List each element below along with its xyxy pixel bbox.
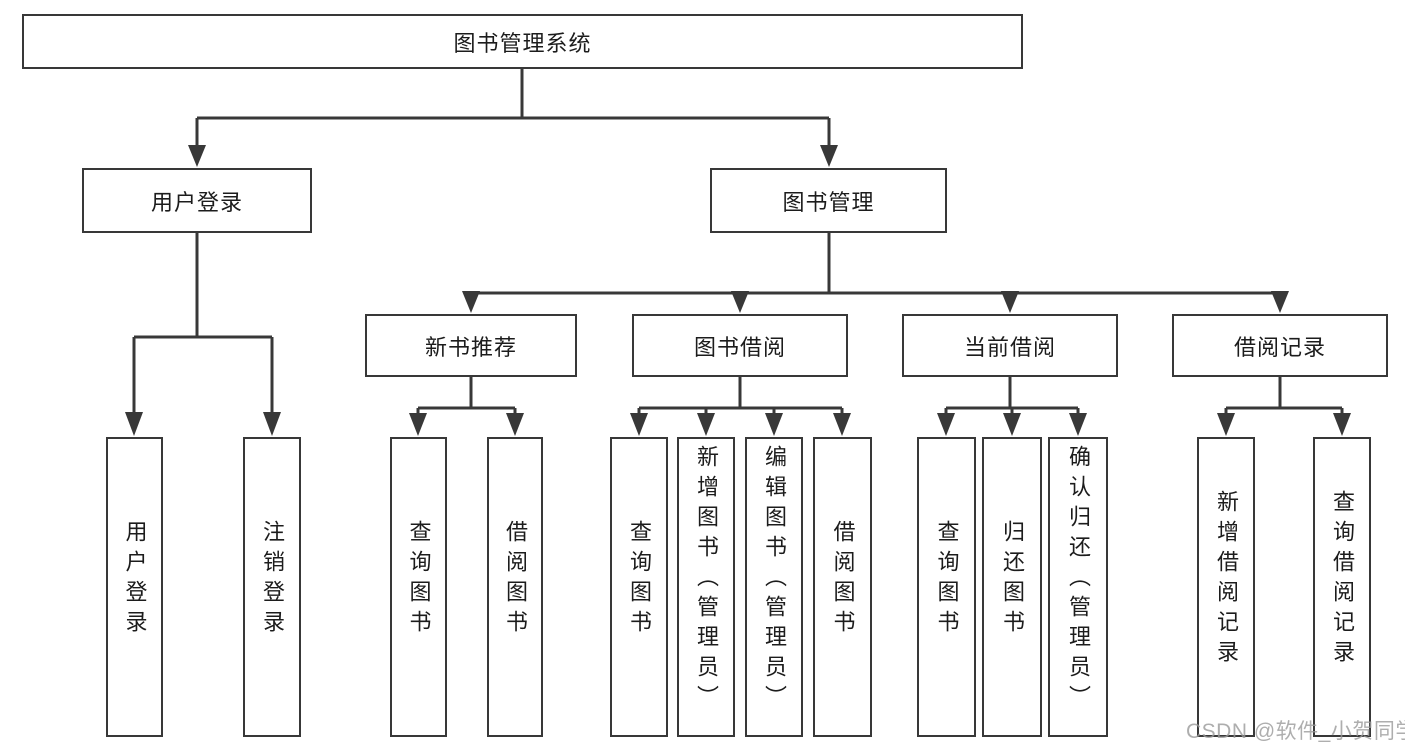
node-book-management: 图书管理 — [710, 168, 947, 233]
node-add-book-admin: 新增图书（管理员） — [677, 437, 735, 737]
connector-new-book-recommend — [416, 377, 517, 415]
node-borrow-book-recommend: 借阅图书 — [487, 437, 543, 737]
node-book-borrow: 图书借阅 — [632, 314, 848, 377]
node-query-book-recommend: 查询图书 — [390, 437, 447, 737]
node-add-borrow-record: 新增借阅记录 — [1197, 437, 1255, 737]
node-logout-login-label: 注销登录 — [260, 520, 285, 640]
node-borrow-records-label: 借阅记录 — [1233, 334, 1326, 360]
connector-user-login — [132, 233, 274, 414]
arrow-down-icon — [1069, 413, 1087, 436]
node-new-book-recommend: 新书推荐 — [365, 314, 577, 377]
node-book-borrow-label: 图书借阅 — [693, 334, 786, 360]
arrow-down-icon — [506, 413, 524, 436]
node-new-book-recommend-label: 新书推荐 — [424, 334, 517, 360]
node-user-login-leaf-label: 用户登录 — [122, 520, 148, 640]
node-user-login-label: 用户登录 — [150, 189, 243, 215]
node-current-borrow: 当前借阅 — [902, 314, 1118, 377]
arrow-down-icon — [731, 291, 749, 313]
node-query-book-borrow-label: 查询图书 — [627, 520, 652, 640]
node-logout-login: 注销登录 — [243, 437, 301, 737]
node-book-management-label: 图书管理 — [782, 189, 875, 215]
node-confirm-return-admin: 确认归还（管理员） — [1048, 437, 1108, 737]
node-confirm-return-admin-label: 确认归还（管理员） — [1066, 445, 1091, 715]
watermark: CSDN @软件_小贺同学 — [1186, 720, 1405, 743]
connector-borrow-records — [1224, 377, 1344, 415]
arrow-down-icon — [630, 413, 648, 436]
arrow-down-icon — [1217, 413, 1235, 436]
arrow-down-icon — [462, 291, 480, 313]
arrow-down-icon — [937, 413, 955, 436]
arrow-down-icon — [1271, 291, 1289, 313]
node-book-management-system-label: 图书管理系统 — [453, 30, 592, 56]
connector-book-borrow — [637, 377, 844, 415]
node-query-book-current: 查询图书 — [917, 437, 976, 737]
node-return-book-label: 归还图书 — [1000, 520, 1025, 640]
node-borrow-book-recommend-label: 借阅图书 — [503, 520, 528, 640]
node-borrow-book-label: 借阅图书 — [830, 520, 856, 640]
node-user-login-leaf: 用户登录 — [106, 437, 163, 737]
node-add-book-admin-label: 新增图书（管理员） — [694, 445, 719, 715]
node-book-management-system: 图书管理系统 — [22, 14, 1023, 69]
node-user-login: 用户登录 — [82, 168, 312, 233]
node-edit-book-admin: 编辑图书（管理员） — [745, 437, 803, 737]
arrow-down-icon — [263, 412, 281, 436]
node-query-borrow-record: 查询借阅记录 — [1313, 437, 1371, 737]
arrow-down-icon — [697, 413, 715, 436]
node-query-book-current-label: 查询图书 — [934, 520, 960, 640]
connector-book-management — [471, 233, 1280, 295]
node-borrow-records: 借阅记录 — [1172, 314, 1388, 377]
arrow-down-icon — [1001, 291, 1019, 313]
connector-root — [195, 69, 831, 148]
node-add-borrow-record-label: 新增借阅记录 — [1214, 490, 1239, 670]
arrow-down-icon — [1003, 413, 1021, 436]
node-query-borrow-record-label: 查询借阅记录 — [1330, 490, 1355, 670]
node-current-borrow-label: 当前借阅 — [963, 334, 1056, 360]
arrow-down-icon — [409, 413, 427, 436]
node-edit-book-admin-label: 编辑图书（管理员） — [762, 445, 787, 715]
node-borrow-book: 借阅图书 — [813, 437, 872, 737]
arrow-down-icon — [188, 145, 206, 167]
arrow-down-icon — [820, 145, 838, 167]
connector-current-borrow — [944, 377, 1080, 415]
node-return-book: 归还图书 — [982, 437, 1042, 737]
node-query-book-recommend-label: 查询图书 — [406, 520, 432, 640]
arrow-down-icon — [125, 412, 143, 436]
arrow-down-icon — [1333, 413, 1351, 436]
arrow-down-icon — [833, 413, 851, 436]
arrow-down-icon — [765, 413, 783, 436]
node-query-book-borrow: 查询图书 — [610, 437, 668, 737]
